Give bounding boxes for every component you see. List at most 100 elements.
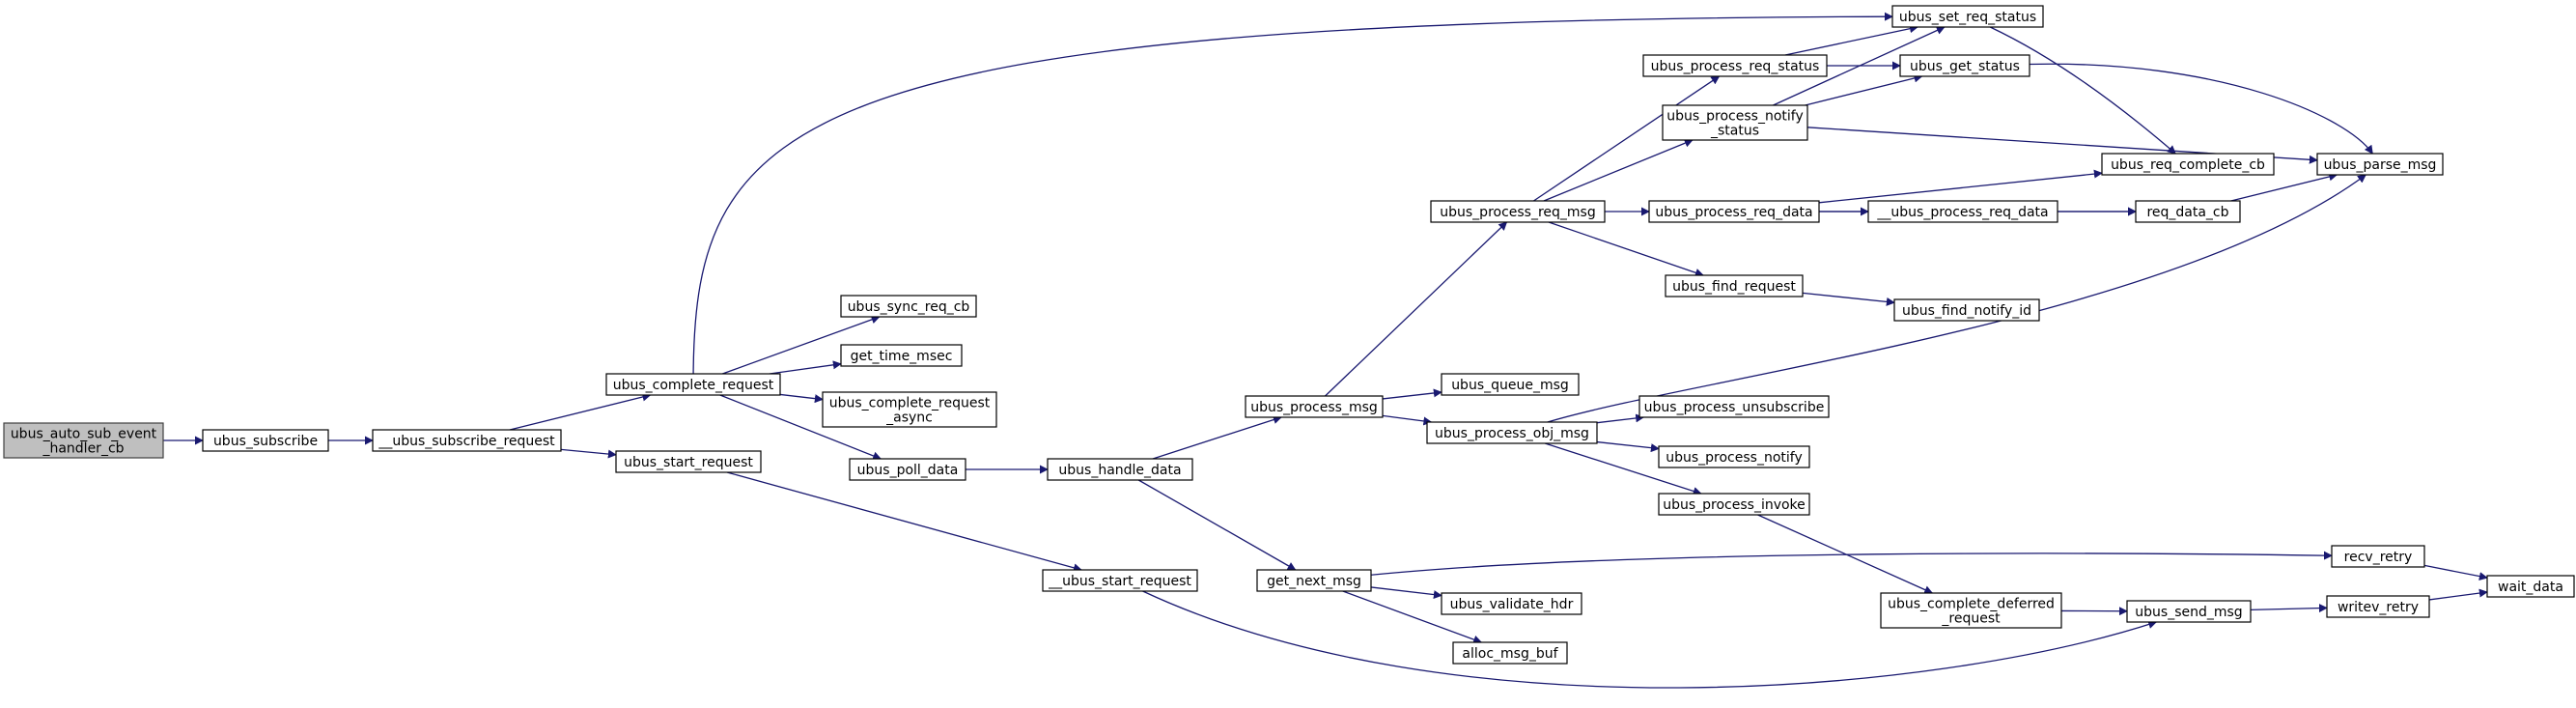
node-sync-req-cb[interactable]: ubus_sync_req_cb bbox=[840, 295, 977, 318]
node-find-request[interactable]: ubus_find_request bbox=[1665, 274, 1804, 297]
node-box bbox=[1665, 274, 1804, 297]
node-box bbox=[2326, 595, 2430, 618]
node-recv-retry[interactable]: recv_retry bbox=[2331, 545, 2425, 568]
node-get-status[interactable]: ubus_get_status bbox=[1899, 54, 2030, 77]
edge-get_next_msg-to-recv_retry bbox=[1370, 551, 2333, 576]
edge-req_data_cb-to-parse_msg bbox=[2230, 172, 2338, 202]
node-start-req[interactable]: ubus_start_request bbox=[615, 450, 762, 473]
node-process-req-data[interactable]: ubus_process_req_data bbox=[1648, 200, 1820, 223]
node-label: _handler_cb bbox=[42, 441, 124, 457]
node-label: ubus_set_req_status bbox=[1899, 10, 2036, 25]
node-process-notify-status[interactable]: ubus_process_notify_status bbox=[1662, 104, 1808, 141]
edge-complete_req-to-get_time bbox=[769, 360, 842, 375]
node-label: ubus_start_request bbox=[624, 455, 753, 470]
node-set-req-status[interactable]: ubus_set_req_status bbox=[1891, 5, 2044, 28]
node-req-data-cb[interactable]: req_data_cb bbox=[2135, 200, 2241, 223]
node-box bbox=[2126, 600, 2252, 623]
node-req-complete-cb[interactable]: ubus_req_complete_cb bbox=[2101, 153, 2275, 176]
node-box bbox=[1638, 395, 1830, 418]
node-box bbox=[1893, 298, 2040, 322]
node-label: ubus_validate_hdr bbox=[1450, 597, 1574, 612]
edge-process_msg-to-process_obj_msg bbox=[1382, 414, 1433, 426]
edge-complete_req-to-sync_req_cb bbox=[722, 315, 881, 375]
node-process-req-msg[interactable]: ubus_process_req_msg bbox=[1430, 200, 1606, 223]
node-box bbox=[1662, 104, 1808, 141]
edge-complete_req-to-set_req_status bbox=[692, 12, 1893, 375]
node-label: _async bbox=[885, 411, 933, 426]
edge-process_msg-to-process_req_msg bbox=[1325, 221, 1508, 397]
node-send-msg[interactable]: ubus_send_msg bbox=[2126, 600, 2252, 623]
edge-process_obj_msg-to-process_unsubscribe bbox=[1596, 413, 1645, 424]
node-label: __ubus_subscribe_request bbox=[378, 434, 555, 449]
edge-start_req2-to-send_msg bbox=[1142, 590, 2158, 689]
node-box bbox=[822, 391, 997, 428]
node-label: ubus_process_msg bbox=[1250, 400, 1378, 415]
node-complete-deferred[interactable]: ubus_complete_deferred_request bbox=[1880, 592, 2062, 629]
node-label: writev_retry bbox=[2338, 600, 2419, 615]
node-label: ubus_req_complete_cb bbox=[2111, 157, 2265, 173]
node-box bbox=[1452, 641, 1568, 665]
edge-process_req_msg-to-find_request bbox=[1548, 221, 1704, 277]
node-label: ubus_process_notify bbox=[1666, 109, 1804, 125]
node-label: ubus_find_request bbox=[1672, 279, 1796, 295]
node-label: ubus_complete_request bbox=[613, 378, 774, 393]
node-process-msg[interactable]: ubus_process_msg bbox=[1245, 395, 1384, 418]
node-box bbox=[1642, 54, 1828, 77]
node-writev-retry[interactable]: writev_retry bbox=[2326, 595, 2430, 618]
node-queue-msg[interactable]: ubus_queue_msg bbox=[1441, 373, 1580, 396]
node-get-time[interactable]: get_time_msec bbox=[840, 344, 963, 367]
edge-process_obj_msg-to-parse_msg bbox=[1547, 174, 2366, 423]
node-box bbox=[1658, 493, 1810, 516]
node-label: alloc_msg_buf bbox=[1462, 646, 1558, 662]
node-label: wait_data bbox=[2498, 580, 2563, 595]
node-complete-req[interactable]: ubus_complete_request bbox=[605, 373, 781, 396]
node-label: _request bbox=[1941, 611, 2001, 627]
node-label: ubus_complete_request bbox=[829, 396, 991, 411]
node-box bbox=[372, 429, 562, 452]
node-box bbox=[615, 450, 762, 473]
function-nodes: ubus_auto_sub_event_handler_cb ubus_subsc… bbox=[3, 5, 2575, 665]
node-box bbox=[2331, 545, 2425, 568]
node-box bbox=[1891, 5, 2044, 28]
node-process-req-status[interactable]: ubus_process_req_status bbox=[1642, 54, 1828, 77]
node-poll-data[interactable]: ubus_poll_data bbox=[849, 458, 966, 481]
node-wait-data[interactable]: wait_data bbox=[2486, 575, 2575, 598]
node-label: ubus_process_notify bbox=[1666, 450, 1803, 466]
node-label: __ubus_process_req_data bbox=[1876, 205, 2048, 220]
edge-handle_data-to-get_next_msg bbox=[1137, 479, 1297, 571]
node-validate-hdr[interactable]: ubus_validate_hdr bbox=[1441, 592, 1582, 615]
node-box bbox=[849, 458, 966, 481]
node-label: recv_retry bbox=[2344, 550, 2413, 565]
edge-start_req-to-start_req2 bbox=[726, 471, 1082, 573]
node-handle-data[interactable]: ubus_handle_data bbox=[1047, 458, 1193, 481]
node-parse-msg[interactable]: ubus_parse_msg bbox=[2316, 153, 2444, 176]
node-box bbox=[840, 344, 963, 367]
node-label: ubus_process_obj_msg bbox=[1435, 426, 1589, 441]
node-process-invoke[interactable]: ubus_process_invoke bbox=[1658, 493, 1810, 516]
node-box bbox=[1867, 200, 2058, 223]
node-auto-sub[interactable]: ubus_auto_sub_event_handler_cb bbox=[3, 422, 164, 459]
node-find-notify-id[interactable]: ubus_find_notify_id bbox=[1893, 298, 2040, 322]
node-alloc-msg-buf[interactable]: alloc_msg_buf bbox=[1452, 641, 1568, 665]
node-process-notify[interactable]: ubus_process_notify bbox=[1658, 445, 1810, 468]
node-label: get_next_msg bbox=[1267, 574, 1361, 589]
node-box bbox=[2101, 153, 2275, 176]
node-label: ubus_process_req_msg bbox=[1440, 205, 1596, 220]
node-complete-async[interactable]: ubus_complete_request_async bbox=[822, 391, 997, 428]
node-box bbox=[2316, 153, 2444, 176]
node-process-obj-msg[interactable]: ubus_process_obj_msg bbox=[1426, 421, 1598, 444]
node-process-unsubscribe[interactable]: ubus_process_unsubscribe bbox=[1638, 395, 1830, 418]
edge-subscribe_req-to-start_req bbox=[560, 448, 617, 459]
node-label: ubus_process_unsubscribe bbox=[1644, 400, 1825, 415]
node-start-req2[interactable]: __ubus_start_request bbox=[1042, 569, 1198, 592]
edge-get_next_msg-to-validate_hdr bbox=[1370, 586, 1442, 600]
node-subscribe-req[interactable]: __ubus_subscribe_request bbox=[372, 429, 562, 452]
node-subscribe[interactable]: ubus_subscribe bbox=[202, 429, 329, 452]
node-label: ubus_sync_req_cb bbox=[848, 299, 970, 315]
node-get-next-msg[interactable]: get_next_msg bbox=[1256, 569, 1372, 592]
node-box bbox=[1899, 54, 2030, 77]
node-process-req-data2[interactable]: __ubus_process_req_data bbox=[1867, 200, 2058, 223]
edge-writev_retry-to-wait_data bbox=[2428, 588, 2488, 601]
node-label: ubus_complete_deferred bbox=[1888, 597, 2055, 612]
